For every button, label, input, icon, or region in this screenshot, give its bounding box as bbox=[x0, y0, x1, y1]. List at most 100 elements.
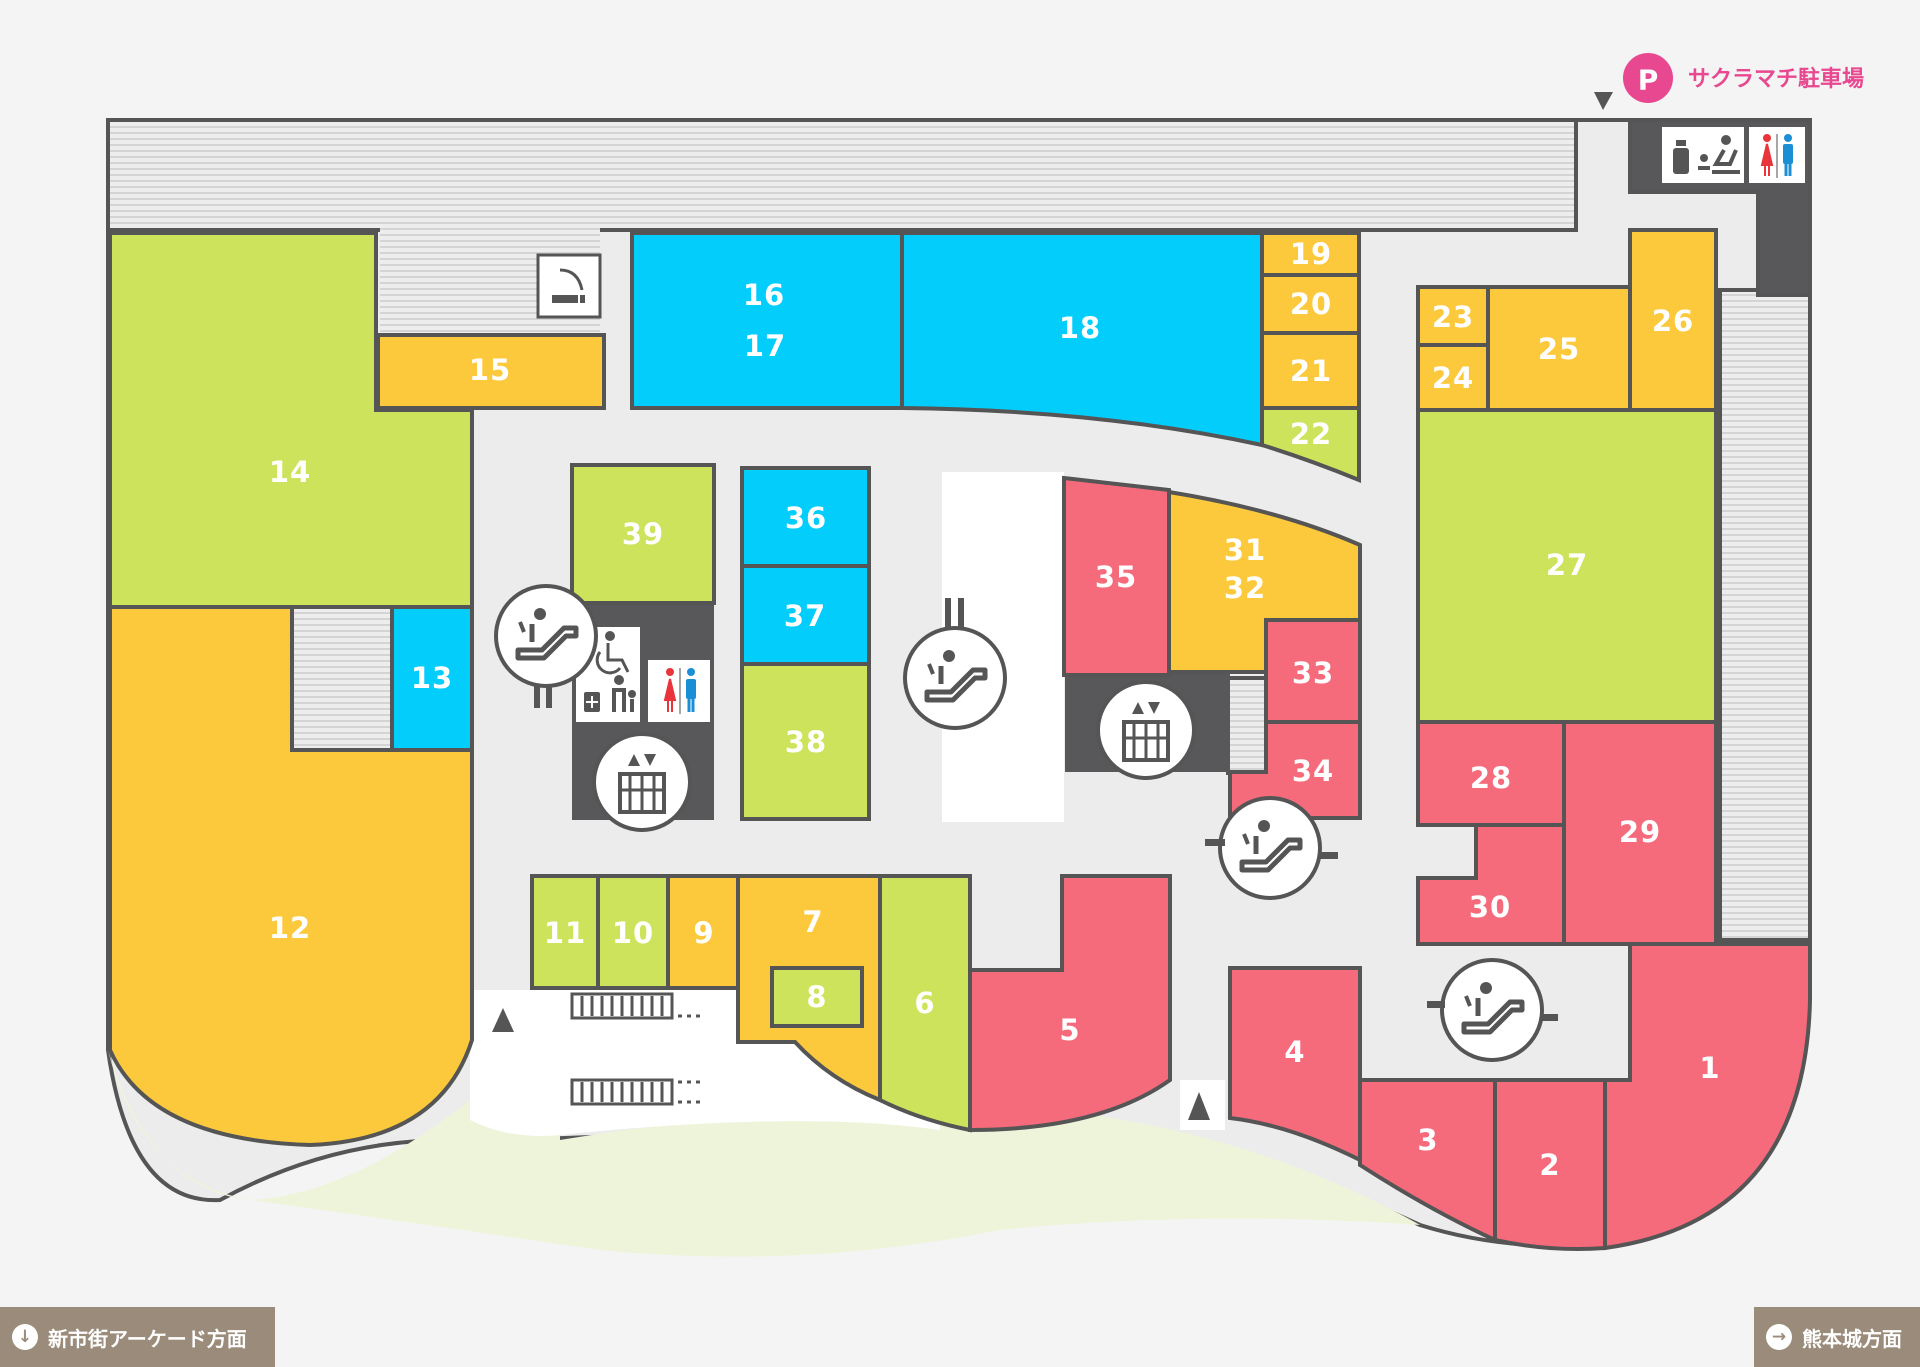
shop-label-31: 31 bbox=[1224, 533, 1266, 567]
shop-label-27: 27 bbox=[1546, 548, 1588, 582]
shop-label-6: 6 bbox=[914, 986, 935, 1020]
direction-left-label: 新市街アーケード方面 bbox=[48, 1326, 247, 1351]
escalator-stub bbox=[1205, 839, 1225, 846]
shop-36-area[interactable] bbox=[740, 466, 871, 568]
shop-label-11: 11 bbox=[544, 916, 586, 950]
direction-left[interactable]: ↓ 新市街アーケード方面 bbox=[0, 1307, 275, 1367]
shop-label-17: 17 bbox=[744, 329, 786, 363]
arrow-down-icon: ↓ bbox=[12, 1324, 38, 1350]
shop-38-area[interactable] bbox=[740, 662, 871, 821]
shop-label-18: 18 bbox=[1059, 311, 1101, 345]
shop-label-30: 30 bbox=[1469, 890, 1511, 924]
restroom-icon[interactable] bbox=[648, 660, 710, 722]
shop-label-15: 15 bbox=[469, 353, 511, 387]
shop-33-area[interactable] bbox=[1264, 618, 1362, 724]
shop-12-area[interactable] bbox=[108, 605, 474, 1148]
shop-label-4: 4 bbox=[1284, 1035, 1305, 1069]
shop-label-26: 26 bbox=[1652, 304, 1694, 338]
parking-label: サクラマチ駐車場 bbox=[1688, 66, 1864, 92]
shop-label-37: 37 bbox=[784, 599, 826, 633]
parking-sign[interactable]: P サクラマチ駐車場 bbox=[1623, 53, 1864, 103]
shop-8-area[interactable] bbox=[770, 966, 864, 1028]
escalator-stub bbox=[546, 686, 552, 708]
escalator-stub bbox=[958, 598, 964, 628]
corridor-elev-right bbox=[1226, 676, 1270, 775]
shop-label-9: 9 bbox=[693, 916, 714, 950]
escalator-icon-left[interactable] bbox=[496, 586, 596, 686]
shop-label-8: 8 bbox=[806, 980, 827, 1014]
right-corridor bbox=[1718, 288, 1812, 942]
shop-label-22: 22 bbox=[1290, 417, 1332, 451]
shop-5-area[interactable] bbox=[968, 874, 1172, 1133]
shop-label-7: 7 bbox=[802, 905, 823, 939]
shop-1-area[interactable] bbox=[1603, 942, 1812, 1251]
escalator-stub bbox=[1540, 1014, 1558, 1021]
shop-13-area[interactable] bbox=[390, 605, 474, 752]
shop-label-35: 35 bbox=[1095, 560, 1137, 594]
escalator-icon-right[interactable] bbox=[1220, 798, 1320, 898]
shop-label-33: 33 bbox=[1292, 656, 1334, 690]
direction-right-label: 熊本城方面 bbox=[1802, 1326, 1902, 1351]
escalator-icon-lower-right[interactable] bbox=[1442, 960, 1542, 1060]
shop-label-3: 3 bbox=[1417, 1123, 1438, 1157]
escalator-stub bbox=[1427, 1001, 1445, 1008]
escalator-icon-center[interactable] bbox=[905, 628, 1005, 728]
shop-label-10: 10 bbox=[612, 916, 654, 950]
elevator-icon-right[interactable] bbox=[1096, 680, 1196, 780]
landscape-area bbox=[108, 1050, 1420, 1257]
shop-label-12: 12 bbox=[269, 911, 311, 945]
shop-18-area[interactable] bbox=[900, 231, 1264, 448]
shop-24-area[interactable] bbox=[1416, 343, 1490, 412]
shop-label-34: 34 bbox=[1292, 754, 1334, 788]
stairs bbox=[570, 992, 700, 1106]
top-corridor bbox=[106, 118, 1578, 232]
elevator-icon-center[interactable] bbox=[592, 732, 692, 832]
shop-30-area[interactable] bbox=[1416, 823, 1566, 946]
shop-label-5: 5 bbox=[1059, 1013, 1080, 1047]
shop-label-16: 16 bbox=[743, 278, 785, 312]
shop-23-area[interactable] bbox=[1416, 285, 1490, 347]
shop-label-39: 39 bbox=[622, 517, 664, 551]
shop-label-32: 32 bbox=[1224, 571, 1266, 605]
shop-label-21: 21 bbox=[1290, 354, 1332, 388]
shops bbox=[108, 228, 1812, 1251]
escalator-stub bbox=[534, 686, 540, 708]
shop-22-area[interactable] bbox=[1260, 406, 1361, 483]
shop-label-19: 19 bbox=[1290, 237, 1332, 271]
shop-35-area[interactable] bbox=[1062, 475, 1171, 677]
shop-21-area[interactable] bbox=[1260, 331, 1361, 410]
restroom-block-top-right bbox=[1662, 127, 1805, 183]
shop-label-14: 14 bbox=[269, 455, 311, 489]
parking-badge bbox=[1623, 53, 1673, 103]
shop-label-2: 2 bbox=[1539, 1148, 1560, 1182]
shop-19-area[interactable] bbox=[1260, 231, 1361, 277]
shop-labels: 1 2 3 4 5 6 7 8 9 10 11 12 13 14 15 16 1… bbox=[269, 237, 1720, 1182]
shop-label-29: 29 bbox=[1619, 815, 1661, 849]
shop-label-20: 20 bbox=[1290, 287, 1332, 321]
shop-28-area[interactable] bbox=[1416, 720, 1566, 827]
shop-label-13: 13 bbox=[411, 661, 453, 695]
direction-right[interactable]: → 熊本城方面 bbox=[1754, 1307, 1920, 1367]
shop-37-area[interactable] bbox=[740, 564, 871, 666]
escalator-stub bbox=[1318, 852, 1338, 859]
shop-9-area[interactable] bbox=[666, 874, 740, 990]
entrance-arrow-left bbox=[492, 1008, 514, 1032]
shop-label-38: 38 bbox=[785, 725, 827, 759]
smoking-area-icon[interactable] bbox=[536, 253, 602, 319]
entrance-arrow-top bbox=[1594, 92, 1613, 110]
shop-16-17-area[interactable] bbox=[630, 231, 904, 410]
shop-39-area[interactable] bbox=[570, 463, 716, 605]
arrow-right-icon: → bbox=[1766, 1324, 1792, 1350]
shop-label-36: 36 bbox=[785, 501, 827, 535]
shop-15-area[interactable] bbox=[376, 333, 606, 410]
shop-27-area[interactable] bbox=[1416, 408, 1718, 724]
white-atrium-top bbox=[972, 472, 1064, 492]
shop-label-23: 23 bbox=[1432, 300, 1474, 334]
shop-label-25: 25 bbox=[1538, 332, 1580, 366]
parking-badge-letter: P bbox=[1638, 64, 1659, 97]
shop-label-24: 24 bbox=[1432, 361, 1474, 395]
shop-label-1: 1 bbox=[1699, 1051, 1720, 1085]
corridor-13-left bbox=[290, 605, 394, 752]
escalator-stub bbox=[945, 598, 951, 628]
